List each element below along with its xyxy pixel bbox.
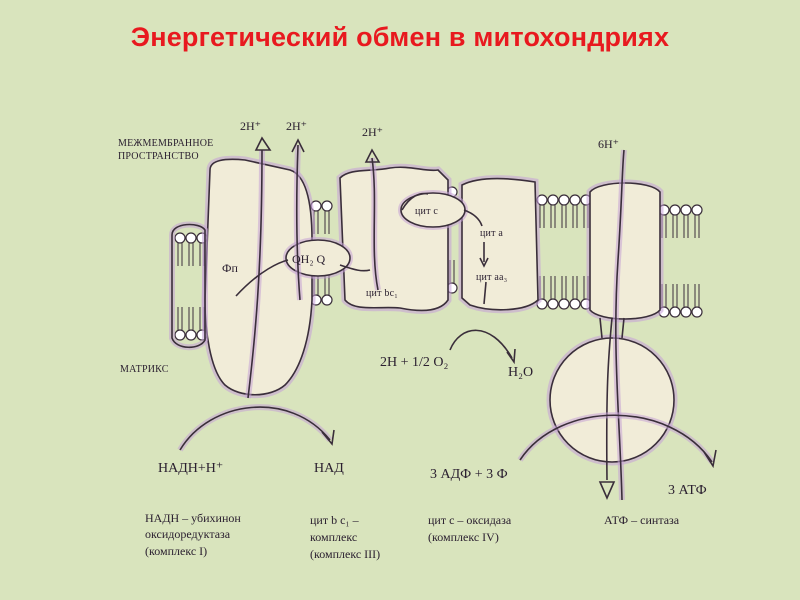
lipid-tail — [562, 205, 566, 228]
lipid-tail — [573, 205, 577, 228]
lipid-head — [175, 233, 185, 243]
lipid-tail — [695, 284, 699, 307]
lipid-tail — [178, 243, 182, 266]
lipid-tail — [551, 276, 555, 299]
complex-iii-caption-line1: цит b c₁ – — [310, 513, 360, 527]
lipid-head — [681, 205, 691, 215]
lipid-head — [322, 201, 332, 211]
flavoprotein-label: Фп — [222, 261, 238, 275]
lipid-tail — [178, 307, 182, 330]
cyt-bc1-label: цит bc₁ — [366, 288, 398, 299]
lipid-head — [186, 233, 196, 243]
lipid-tail — [189, 307, 193, 330]
complex-iv-shape — [462, 179, 538, 310]
lipid-head — [559, 299, 569, 309]
complex-iv-caption-line2: (комплекс IV) — [428, 530, 499, 544]
lipid-tail — [562, 276, 566, 299]
complex-i-caption-line3: (комплекс I) — [145, 544, 207, 558]
complex-i-caption-line1: НАДН – убихинон — [145, 511, 241, 525]
atp-label: 3 АТФ — [668, 483, 707, 498]
lipid-tail — [673, 284, 677, 307]
proton-label-atp-synthase: 6H⁺ — [598, 137, 619, 151]
lipid-tail — [573, 276, 577, 299]
lipid-head — [570, 299, 580, 309]
lipid-tail — [684, 215, 688, 238]
proton-label-complex-i-b: 2H⁺ — [286, 119, 307, 133]
proton-label-complex-i-a: 2H⁺ — [240, 119, 261, 133]
lipid-tail — [684, 284, 688, 307]
lipid-head — [186, 330, 196, 340]
lipid-head — [548, 195, 558, 205]
complex-i-caption-line2: оксидоредуктаза — [145, 527, 231, 541]
complex-iv-caption-line1: цит c – оксидаза — [428, 513, 512, 527]
lipid-tail — [551, 205, 555, 228]
nad-label: НАД — [314, 461, 344, 476]
adp-label: 3 АДФ + 3 Ф — [430, 467, 508, 482]
complex-iii-caption-line2: комплекс — [310, 530, 357, 544]
intermembrane-label-line1: МЕЖМЕМБРАННОЕ — [118, 138, 213, 149]
lipid-head — [570, 195, 580, 205]
matrix-label: МАТРИКС — [120, 364, 169, 375]
lipid-tail — [325, 211, 329, 234]
ubiquinone-label: QH₂ Q — [292, 252, 326, 266]
complex-iii-caption-line3: (комплекс III) — [310, 547, 380, 561]
lipid-tail — [673, 215, 677, 238]
lipid-tail — [695, 215, 699, 238]
lipid-head — [670, 205, 680, 215]
lipid-head — [559, 195, 569, 205]
cyt-c-label: цит c — [415, 206, 438, 217]
oxygen-equation: 2H + 1/2 O₂ — [380, 355, 449, 370]
atp-synthase-caption: АТФ – синтаза — [604, 513, 680, 527]
lipid-head — [322, 295, 332, 305]
proton-label-complex-iii: 2H⁺ — [362, 125, 383, 139]
water-label: H₂O — [508, 365, 533, 380]
complex-i-shape — [172, 159, 312, 394]
lipid-head — [670, 307, 680, 317]
nadh-arc — [180, 407, 334, 450]
cyt-aa3-label: цит aa₃ — [476, 272, 507, 283]
lipid-head — [692, 205, 702, 215]
lipid-tail — [189, 243, 193, 266]
lipid-head — [175, 330, 185, 340]
lipid-head — [692, 307, 702, 317]
nadh-label: НАДН+Н⁺ — [158, 461, 223, 476]
intermembrane-label-line2: ПРОСТРАНСТВО — [118, 151, 199, 162]
lipid-tail — [540, 205, 544, 228]
lipid-head — [548, 299, 558, 309]
cyt-a-label: цит a — [480, 228, 503, 239]
lipid-head — [681, 307, 691, 317]
